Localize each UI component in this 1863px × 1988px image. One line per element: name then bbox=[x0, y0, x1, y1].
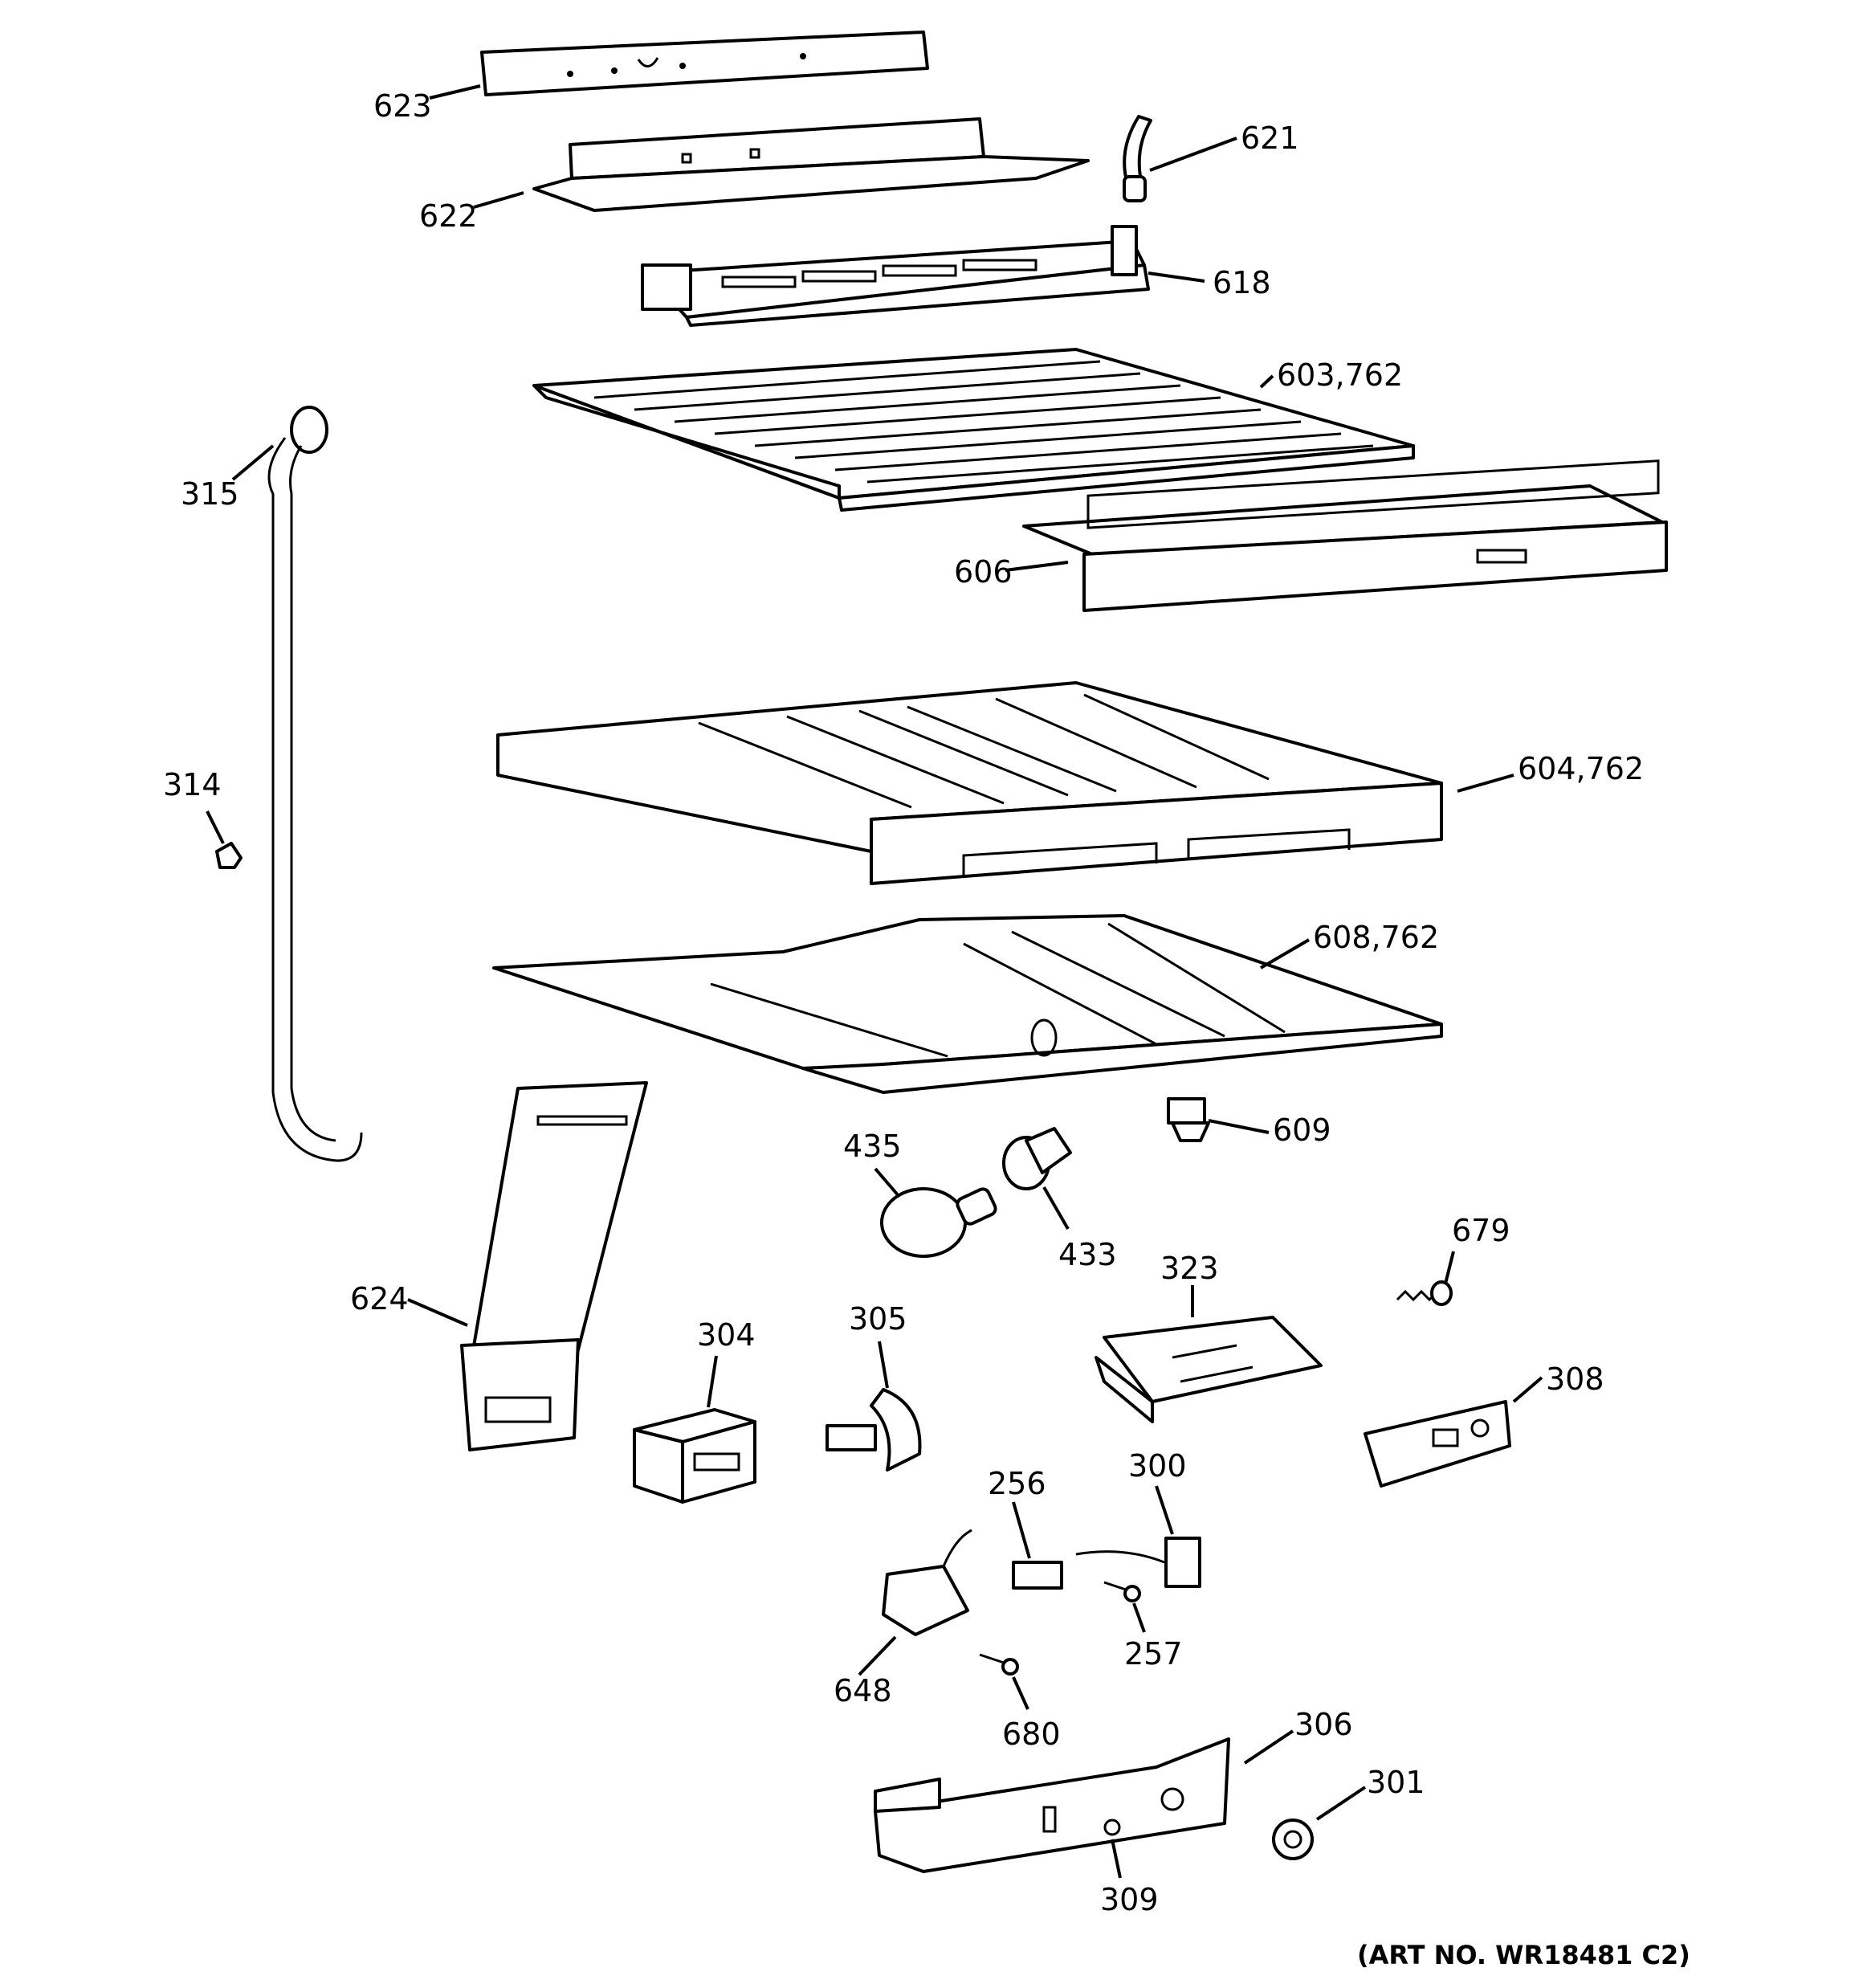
label-622: 622 bbox=[419, 198, 478, 234]
part-433-socket bbox=[1002, 1127, 1072, 1190]
part-306-control-housing bbox=[874, 1737, 1230, 1873]
part-315-drain-tube bbox=[267, 406, 363, 1162]
label-301: 301 bbox=[1367, 1765, 1425, 1800]
part-680-screw bbox=[979, 1653, 1019, 1676]
label-256: 256 bbox=[988, 1466, 1046, 1501]
part-624-light-shield bbox=[460, 1081, 648, 1451]
part-679-screw bbox=[1396, 1280, 1453, 1306]
label-606: 606 bbox=[954, 554, 1013, 590]
part-435-bulb bbox=[880, 1187, 997, 1258]
label-603: 603,762 bbox=[1277, 357, 1403, 393]
label-305: 305 bbox=[849, 1301, 907, 1337]
label-314: 314 bbox=[163, 767, 222, 802]
leader-lines bbox=[206, 84, 1543, 1879]
label-604: 604,762 bbox=[1518, 751, 1644, 786]
label-623: 623 bbox=[373, 88, 432, 124]
label-648: 648 bbox=[834, 1673, 892, 1708]
part-301-knob bbox=[1272, 1819, 1314, 1860]
label-300: 300 bbox=[1128, 1448, 1187, 1484]
label-680: 680 bbox=[1002, 1717, 1061, 1752]
label-609: 609 bbox=[1273, 1112, 1331, 1148]
art-number: (ART NO. WR18481 C2) bbox=[1357, 1940, 1690, 1970]
part-314-clip bbox=[215, 842, 243, 869]
part-323-bracket bbox=[1095, 1316, 1323, 1423]
label-309: 309 bbox=[1100, 1882, 1159, 1917]
label-323: 323 bbox=[1160, 1251, 1219, 1286]
part-622-cover bbox=[532, 117, 1090, 212]
part-609-switch bbox=[1167, 1097, 1210, 1142]
part-648-timer bbox=[882, 1529, 972, 1636]
part-623-trim-bar bbox=[480, 31, 929, 96]
part-300-thermostat bbox=[1075, 1537, 1201, 1588]
part-618-light-housing bbox=[641, 225, 1150, 327]
label-308: 308 bbox=[1546, 1361, 1604, 1397]
part-604-shelf bbox=[496, 681, 1443, 885]
part-606-crisper-frame bbox=[1022, 459, 1668, 612]
label-621: 621 bbox=[1241, 120, 1299, 156]
label-433: 433 bbox=[1058, 1237, 1117, 1272]
label-618: 618 bbox=[1213, 265, 1271, 300]
part-305-thermostat bbox=[826, 1388, 922, 1472]
part-257-screw bbox=[1103, 1581, 1141, 1602]
label-306: 306 bbox=[1294, 1707, 1353, 1742]
label-679: 679 bbox=[1452, 1213, 1510, 1248]
label-315: 315 bbox=[181, 476, 239, 512]
part-256-connector bbox=[1012, 1561, 1063, 1590]
part-621-tube bbox=[1123, 115, 1152, 202]
label-435: 435 bbox=[843, 1129, 902, 1164]
part-603-ribbed-shelf bbox=[532, 348, 1415, 512]
part-608-pan bbox=[492, 914, 1443, 1094]
label-624: 624 bbox=[350, 1281, 409, 1316]
label-257: 257 bbox=[1124, 1636, 1183, 1672]
part-labels: 623 621 622 618 603,762 315 606 314 604,… bbox=[163, 88, 1690, 1970]
label-608: 608,762 bbox=[1313, 920, 1439, 955]
label-304: 304 bbox=[697, 1317, 756, 1353]
part-304-control-block bbox=[633, 1408, 756, 1504]
part-308-plate bbox=[1364, 1400, 1511, 1488]
